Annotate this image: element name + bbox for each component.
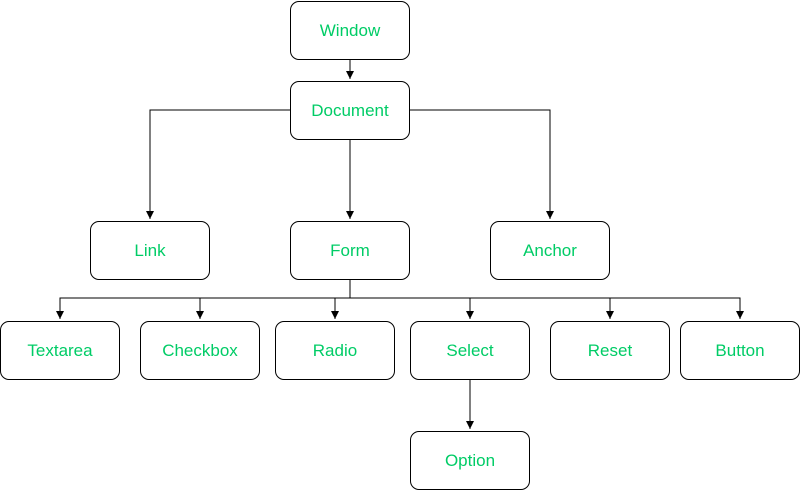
node-button-label: Button (715, 340, 765, 360)
node-radio: Radio (275, 321, 395, 380)
node-checkbox-label: Checkbox (162, 340, 238, 360)
node-form-label: Form (330, 240, 370, 260)
node-select-label: Select (446, 340, 494, 360)
node-reset: Reset (550, 321, 670, 380)
node-textarea: Textarea (0, 321, 120, 380)
node-option-label: Option (444, 450, 496, 470)
node-anchor-label: Anchor (523, 240, 577, 260)
node-option: Option (410, 431, 530, 490)
edge-form-to-reset (349, 280, 614, 319)
node-button: Button (680, 321, 800, 380)
edge-form-to-textarea (56, 280, 351, 319)
node-window-label: Window (319, 20, 381, 40)
node-link: Link (90, 221, 210, 280)
edge-document-to-anchor (410, 109, 554, 219)
node-select: Select (410, 321, 530, 380)
node-document: Document (290, 81, 410, 140)
edge-form-to-checkbox (196, 280, 351, 319)
node-anchor: Anchor (490, 221, 610, 280)
node-checkbox: Checkbox (140, 321, 260, 380)
edge-form-to-button (349, 280, 744, 319)
edge-document-to-link (146, 109, 290, 219)
node-textarea-label: Textarea (27, 340, 93, 360)
edge-form-to-select (349, 280, 474, 319)
node-window: Window (290, 1, 410, 60)
node-link-label: Link (134, 240, 166, 260)
edge-form-to-radio (331, 280, 351, 319)
node-form: Form (290, 221, 410, 280)
node-reset-label: Reset (587, 340, 633, 360)
node-document-label: Document (311, 100, 389, 120)
node-radio-label: Radio (312, 340, 358, 360)
